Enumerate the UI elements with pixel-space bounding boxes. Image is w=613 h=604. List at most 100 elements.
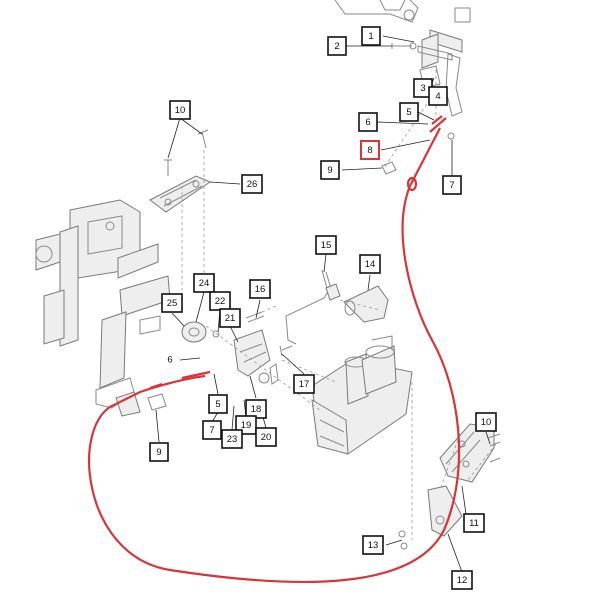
callout-box <box>359 254 381 274</box>
callout-number: 9 <box>327 165 332 176</box>
cable <box>88 115 461 584</box>
callout-box <box>475 412 497 432</box>
callout-box <box>193 273 215 293</box>
valve-block <box>311 335 413 455</box>
callout-box <box>293 374 315 394</box>
callout-number: 8 <box>367 145 372 156</box>
mount-bracket <box>439 423 501 483</box>
shift-handle <box>285 269 389 345</box>
callout-box <box>358 112 378 132</box>
callout-22[interactable]: 22 <box>209 291 231 311</box>
leader-lines <box>155 35 491 573</box>
callout-number: 16 <box>255 284 266 295</box>
callout-21[interactable]: 21 <box>219 308 241 328</box>
callout-box <box>161 293 183 313</box>
assembly-lines <box>181 70 497 540</box>
callout-25[interactable]: 25 <box>161 293 183 313</box>
callout-box <box>221 429 243 449</box>
callout-number: 3 <box>420 83 425 94</box>
bracket-plate <box>149 175 212 213</box>
callout-5[interactable]: 5 <box>399 102 419 122</box>
callout-box <box>149 442 169 462</box>
callout-6[interactable]: 6 <box>358 112 378 132</box>
loose-label-layer: 6 <box>167 355 172 366</box>
callout-box <box>362 535 384 555</box>
callout-15[interactable]: 15 <box>315 235 337 255</box>
callout-1[interactable]: 1 <box>361 26 381 46</box>
callout-number: 11 <box>469 518 479 529</box>
callout-number: 26 <box>247 179 258 190</box>
callout-17[interactable]: 17 <box>293 374 315 394</box>
callout-number: 21 <box>225 313 236 324</box>
cable-end-top <box>429 115 447 133</box>
callout-20[interactable]: 20 <box>255 427 277 447</box>
callout-number: 17 <box>299 379 310 390</box>
clips <box>147 132 455 411</box>
callout-10[interactable]: 10 <box>169 100 191 120</box>
callout-number: 15 <box>321 240 332 251</box>
callout-number: 9 <box>156 447 161 458</box>
callout-number: 10 <box>481 417 492 428</box>
callout-number: 6 <box>365 117 370 128</box>
valve-mechanism <box>181 311 293 385</box>
top-bolts <box>164 129 209 176</box>
callout-11[interactable]: 11 <box>463 513 485 533</box>
callout-7[interactable]: 7 <box>442 175 462 195</box>
callout-number: 14 <box>365 259 376 270</box>
callout-number: 12 <box>457 575 468 586</box>
callout-10[interactable]: 10 <box>475 412 497 432</box>
callout-box <box>361 26 381 46</box>
callout-box <box>315 235 337 255</box>
callout-box <box>169 100 191 120</box>
callout-number: 19 <box>241 420 252 431</box>
callout-number: 4 <box>435 91 440 102</box>
top-lever-assembly <box>334 0 471 117</box>
callout-number: 25 <box>167 298 178 309</box>
callout-number: 7 <box>209 425 214 436</box>
callout-12[interactable]: 12 <box>451 570 473 590</box>
callout-number: 23 <box>227 434 238 445</box>
callout-box <box>208 394 228 414</box>
callout-9[interactable]: 9 <box>149 442 169 462</box>
callout-number: 1 <box>368 31 373 42</box>
callout-box <box>399 102 419 122</box>
cable-end-left <box>149 370 211 390</box>
callout-number: 20 <box>261 432 272 443</box>
callout-4[interactable]: 4 <box>428 86 448 106</box>
callout-number: 2 <box>334 41 339 52</box>
callout-number: 24 <box>199 278 210 289</box>
callout-number: 18 <box>251 404 262 415</box>
callout-number: 22 <box>215 296 226 307</box>
callout-box <box>463 513 485 533</box>
callout-23[interactable]: 23 <box>221 429 243 449</box>
callout-13[interactable]: 13 <box>362 535 384 555</box>
callout-box <box>202 420 222 440</box>
callout-box <box>442 175 462 195</box>
cable-line <box>88 127 461 584</box>
callout-9[interactable]: 9 <box>320 160 340 180</box>
callout-14[interactable]: 14 <box>359 254 381 274</box>
callout-8[interactable]: 8 <box>360 140 380 160</box>
pedal-frame <box>35 199 171 417</box>
callout-number: 5 <box>406 107 411 118</box>
callout-box <box>327 36 347 56</box>
loose-label-6: 6 <box>167 355 172 366</box>
callout-box <box>255 427 277 447</box>
callout-2[interactable]: 2 <box>327 36 347 56</box>
callout-5[interactable]: 5 <box>208 394 228 414</box>
callout-24[interactable]: 24 <box>193 273 215 293</box>
callout-16[interactable]: 16 <box>249 279 271 299</box>
callout-26[interactable]: 26 <box>241 174 263 194</box>
cable-bracket <box>398 485 463 550</box>
callout-box <box>320 160 340 180</box>
callout-box <box>428 86 448 106</box>
callout-box <box>451 570 473 590</box>
callout-box <box>249 279 271 299</box>
callout-number: 10 <box>175 105 186 116</box>
callout-number: 13 <box>368 540 379 551</box>
callout-number: 7 <box>449 180 454 191</box>
callout-7[interactable]: 7 <box>202 420 222 440</box>
callout-box <box>219 308 241 328</box>
